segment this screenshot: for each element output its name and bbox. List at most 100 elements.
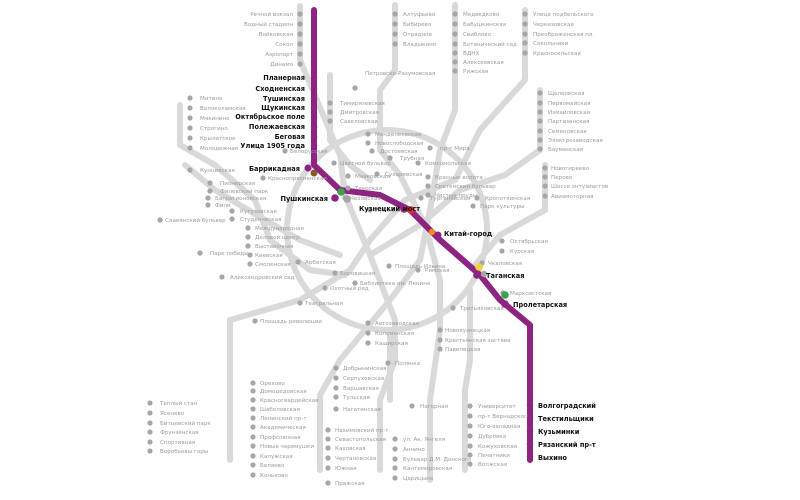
station-dot[interactable] [522, 21, 528, 27]
station-dot[interactable] [365, 131, 371, 137]
station-dot[interactable] [345, 173, 351, 179]
station-dot[interactable] [250, 453, 256, 459]
station-dot[interactable] [409, 403, 415, 409]
station-dot[interactable] [260, 175, 266, 181]
station-dot[interactable] [542, 165, 548, 171]
station-kitay-gorod[interactable] [434, 231, 442, 239]
station-dot[interactable] [219, 274, 225, 280]
station-dot[interactable] [282, 148, 288, 154]
station-dot[interactable] [452, 21, 458, 27]
station-dot[interactable] [467, 443, 473, 449]
station-dot[interactable] [415, 160, 421, 166]
station-dot[interactable] [197, 250, 203, 256]
station-dot[interactable] [415, 267, 421, 273]
station-barrikadnaya[interactable] [304, 164, 312, 172]
station-dot[interactable] [245, 225, 251, 231]
station-dot[interactable] [352, 280, 358, 286]
station-dot[interactable] [250, 406, 256, 412]
station-dot[interactable] [542, 193, 548, 199]
station-dot[interactable] [542, 183, 548, 189]
station-dot[interactable] [437, 346, 443, 352]
station-volgogradsky[interactable] [526, 401, 534, 409]
station-dot[interactable] [297, 41, 303, 47]
station-dot[interactable] [325, 480, 331, 486]
station-oktyabrskoe-pole[interactable] [310, 113, 318, 121]
station-dot[interactable] [392, 475, 398, 481]
station-dot[interactable] [392, 465, 398, 471]
station-dot[interactable] [229, 208, 235, 214]
station-dot[interactable] [392, 41, 398, 47]
station-dot[interactable] [247, 261, 253, 267]
station-dot[interactable] [392, 21, 398, 27]
station-dot[interactable] [542, 174, 548, 180]
station-dot[interactable] [499, 238, 505, 244]
station-dot[interactable] [452, 11, 458, 17]
station-proletarskaya[interactable] [501, 300, 509, 308]
station-dot[interactable] [187, 95, 193, 101]
station-ulitsa-1905-goda[interactable] [310, 142, 318, 150]
station-dot[interactable] [365, 140, 371, 146]
station-dot[interactable] [187, 115, 193, 121]
station-dot[interactable] [369, 148, 375, 154]
station-dot[interactable] [522, 11, 528, 17]
station-dot[interactable] [499, 248, 505, 254]
station-dot[interactable] [522, 50, 528, 56]
station-dot[interactable] [297, 31, 303, 37]
station-kuzminki[interactable] [526, 427, 534, 435]
station-dot[interactable] [250, 443, 256, 449]
station-dot[interactable] [250, 380, 256, 386]
station-dot[interactable] [537, 118, 543, 124]
station-dot[interactable] [247, 252, 253, 258]
station-dot[interactable] [537, 146, 543, 152]
station-dot[interactable] [187, 135, 193, 141]
station-dot[interactable] [250, 388, 256, 394]
station-dot[interactable] [537, 128, 543, 134]
station-dot[interactable] [147, 448, 153, 454]
station-dot[interactable] [205, 195, 211, 201]
station-dot[interactable] [250, 424, 256, 430]
station-dot[interactable] [450, 305, 456, 311]
station-dot[interactable] [297, 61, 303, 67]
station-dot[interactable] [392, 456, 398, 462]
station-dot[interactable] [245, 234, 251, 240]
station-dot[interactable] [452, 50, 458, 56]
station-dot[interactable] [467, 452, 473, 458]
station-polezhaevskaya[interactable] [310, 123, 318, 131]
station-dot[interactable] [250, 434, 256, 440]
station-dot[interactable] [467, 461, 473, 467]
station-dot[interactable] [207, 180, 213, 186]
station-dot[interactable] [333, 365, 339, 371]
station-dot[interactable] [345, 185, 351, 191]
station-dot[interactable] [392, 31, 398, 37]
station-dot[interactable] [425, 183, 431, 189]
station-dot[interactable] [418, 195, 424, 201]
station-dot[interactable] [327, 100, 333, 106]
station-dot[interactable] [187, 167, 193, 173]
station-dot[interactable] [537, 137, 543, 143]
station-tushinskaya[interactable] [310, 95, 318, 103]
station-dot[interactable] [250, 397, 256, 403]
station-dot[interactable] [295, 259, 301, 265]
station-dot[interactable] [147, 400, 153, 406]
station-dot[interactable] [147, 429, 153, 435]
station-dot[interactable] [325, 455, 331, 461]
station-dot[interactable] [474, 195, 480, 201]
station-dot[interactable] [467, 433, 473, 439]
station-pushkinskaya[interactable] [331, 194, 339, 202]
station-dot[interactable] [452, 31, 458, 37]
station-dot[interactable] [392, 436, 398, 442]
station-dot[interactable] [325, 427, 331, 433]
station-ryazansky[interactable] [526, 440, 534, 448]
station-dot[interactable] [325, 445, 331, 451]
station-dot[interactable] [392, 446, 398, 452]
station-dot[interactable] [537, 109, 543, 115]
station-dot[interactable] [325, 465, 331, 471]
station-vykhino[interactable] [526, 453, 534, 461]
station-dot[interactable] [229, 216, 235, 222]
station-dot[interactable] [385, 360, 391, 366]
station-dot[interactable] [297, 51, 303, 57]
station-dot[interactable] [157, 217, 163, 223]
station-dot[interactable] [522, 31, 528, 37]
station-dot[interactable] [374, 171, 380, 177]
station-dot[interactable] [425, 192, 431, 198]
